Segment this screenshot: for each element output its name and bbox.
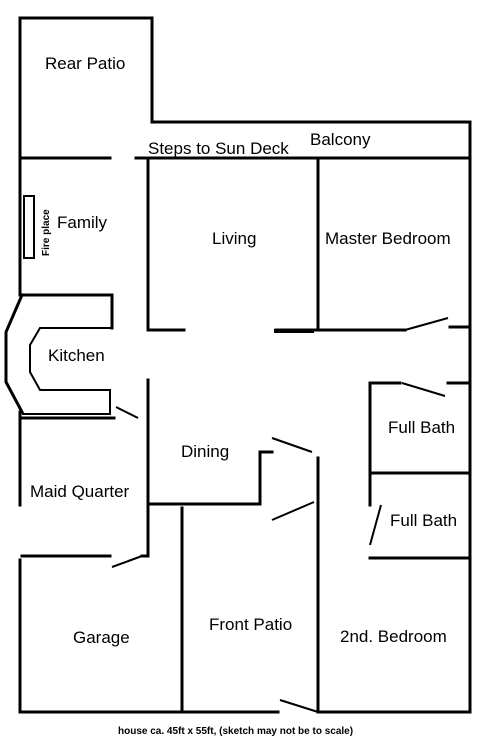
caption: house ca. 45ft x 55ft, (sketch may not b…: [118, 726, 353, 737]
label-front-patio: Front Patio: [209, 615, 292, 634]
label-balcony: Balcony: [310, 130, 371, 149]
kitchen-door: [115, 406, 139, 419]
exterior-bottom-wall: [18, 699, 472, 714]
exterior-left-wall: [4, 156, 25, 714]
label-kitchen: Kitchen: [48, 346, 105, 365]
label-maid-quarter: Maid Quarter: [30, 482, 130, 501]
maid-bottom-wall: [20, 554, 150, 568]
label-dining: Dining: [181, 442, 229, 461]
label-living: Living: [212, 229, 256, 248]
label-master-bedroom: Master Bedroom: [325, 229, 451, 248]
kitchen-counter: [20, 293, 114, 415]
bath-walls: [368, 381, 472, 560]
rear-patio-walls: [18, 16, 154, 160]
label-family: Family: [57, 213, 108, 232]
dining-front-wall: [146, 437, 315, 521]
fireplace-box: [23, 195, 35, 259]
label-full-bath-1: Full Bath: [388, 418, 455, 437]
label-full-bath-2: Full Bath: [390, 511, 457, 530]
living-left-wall: [146, 156, 186, 557]
label-garage: Garage: [73, 628, 130, 647]
label-fireplace: Fire place: [41, 209, 52, 256]
balcony-walls: [18, 120, 472, 160]
label-second-bedroom: 2nd. Bedroom: [340, 627, 447, 646]
living-master-wall: [274, 317, 472, 333]
label-steps: Steps to Sun Deck: [148, 139, 289, 158]
label-rear-patio: Rear Patio: [45, 54, 125, 73]
front-patio-walls: [180, 456, 320, 714]
